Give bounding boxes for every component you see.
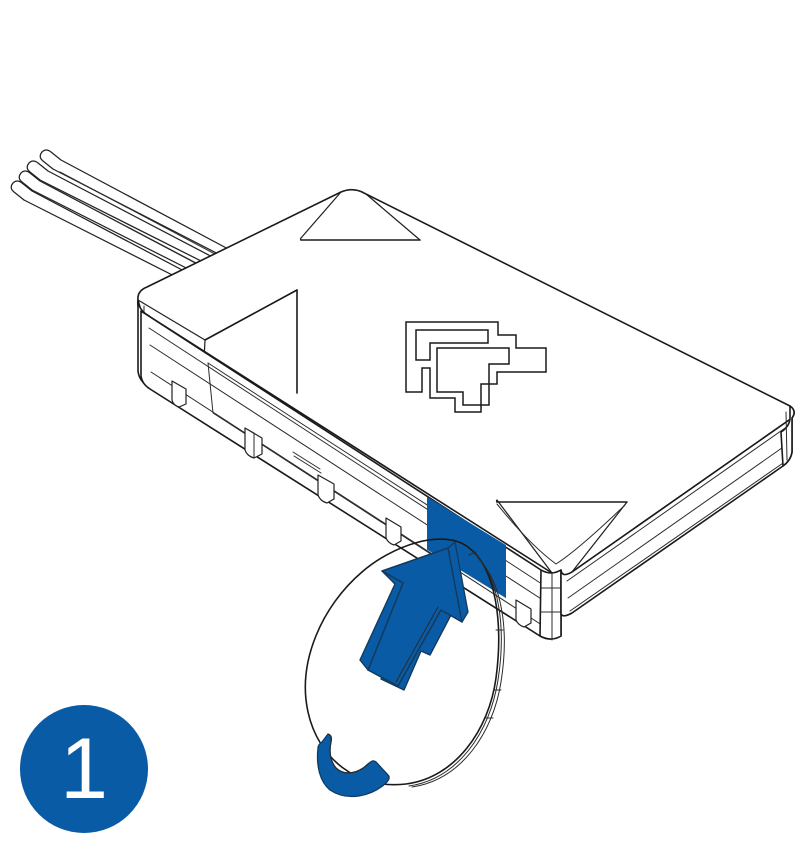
edge-clip-1 [171, 380, 187, 408]
step-badge: 1 [20, 705, 148, 833]
lanyard-loop [304, 538, 505, 788]
arrow-shape [359, 541, 469, 687]
edge-clip-2 [244, 427, 263, 459]
logo-emblem [405, 321, 547, 413]
cable-bundle [10, 149, 233, 291]
step-badge-circle [20, 705, 148, 833]
edge-clip-3 [317, 474, 335, 504]
edge-clip-5 [515, 599, 532, 628]
edge-clip-4 [385, 517, 402, 546]
lanyard-slot [427, 496, 506, 599]
lanyard-strap-ribbon [316, 733, 390, 798]
step-badge-number: 1 [60, 721, 108, 817]
insert-arrow [359, 541, 469, 691]
